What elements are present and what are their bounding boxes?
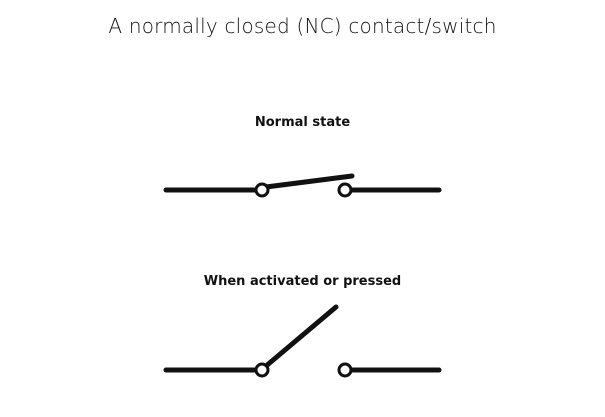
open-lever [263,304,339,369]
right-terminal [337,362,353,378]
nc-switch-open [163,304,442,378]
left-terminal [254,362,270,378]
diagram-title: A normally closed (NC) contact/switch [108,14,497,38]
nc-switch-closed [163,173,442,198]
activated-state-label: When activated or pressed [203,274,402,289]
closed-lever [263,173,355,190]
normal-state-label: Normal state [254,115,351,130]
right-terminal [337,182,353,198]
left-terminal [254,182,270,198]
